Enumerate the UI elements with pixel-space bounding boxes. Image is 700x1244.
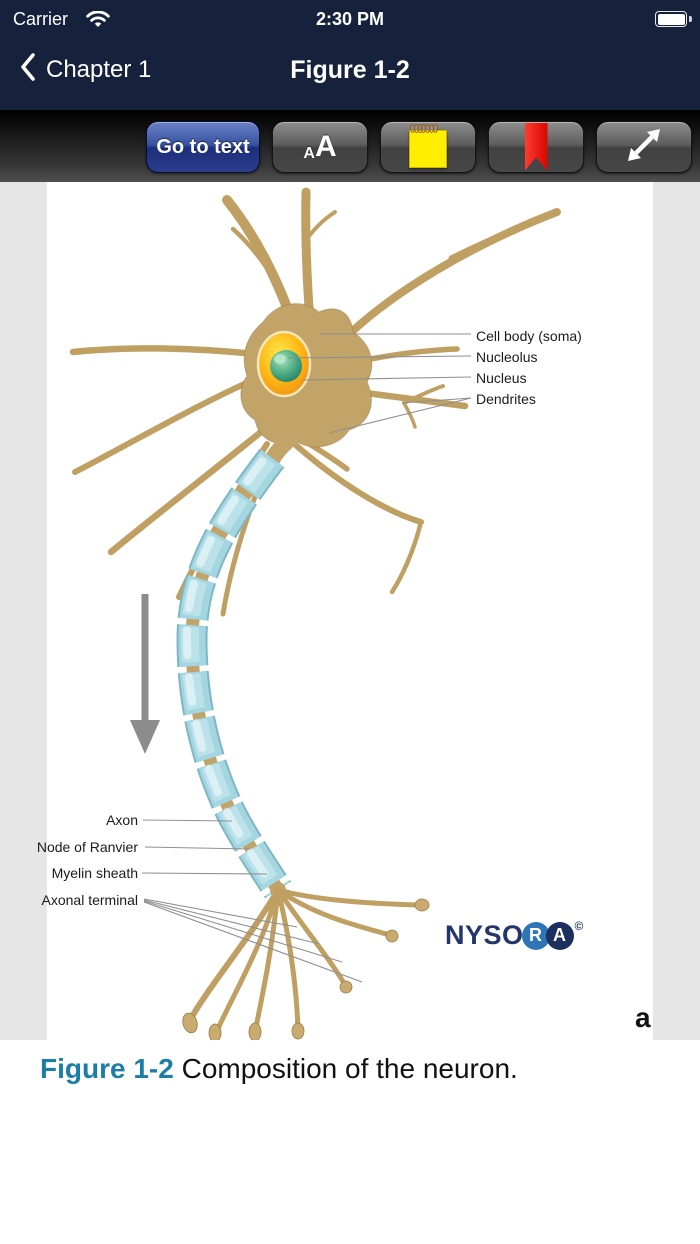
nysora-logo-text: NYSO: [445, 920, 524, 950]
clock: 2:30 PM: [315, 9, 385, 29]
axonal-terminals: [187, 882, 423, 1038]
toolbar: Go to text A A: [0, 110, 700, 182]
figure-caption: Figure 1-2 Composition of the neuron.: [40, 1053, 518, 1085]
font-size-small-a: A: [303, 145, 315, 162]
label-cell-body: Cell body (soma): [476, 328, 582, 344]
neuron-figure: Cell body (soma) Nucleolus Nucleus Dendr…: [37, 182, 653, 1040]
terminal-bulbs: [182, 898, 430, 1040]
expand-icon: [626, 127, 662, 168]
status-bar: Carrier 2:30 PM: [0, 0, 700, 44]
neuron-illustration: [69, 187, 561, 1040]
label-dendrites: Dendrites: [476, 391, 536, 407]
notes-button[interactable]: [380, 121, 476, 173]
nysora-logo-a-circle: A: [545, 921, 574, 950]
carrier-label: Carrier: [13, 9, 69, 29]
go-to-text-label: Go to text: [156, 135, 250, 158]
font-size-large-a: A: [314, 130, 337, 163]
axon: [176, 448, 292, 899]
nucleus: [270, 350, 302, 382]
copyright-mark: ©: [574, 918, 584, 933]
note-icon: [407, 124, 449, 170]
bookmark-icon: [524, 123, 548, 171]
nysora-logo-r-circle: R: [521, 921, 550, 950]
caption-text: Composition of the neuron.: [181, 1053, 518, 1084]
label-node-of-ranvier: Node of Ranvier: [36, 839, 138, 855]
nucleolus: [274, 354, 286, 364]
label-myelin-sheath: Myelin sheath: [51, 865, 138, 881]
bookmark-button[interactable]: [488, 121, 584, 173]
label-nucleolus: Nucleolus: [476, 349, 538, 365]
label-nucleus: Nucleus: [476, 370, 527, 386]
font-size-button[interactable]: A A: [272, 121, 368, 173]
down-arrow-icon: [130, 594, 160, 754]
back-button[interactable]: Chapter 1: [20, 52, 151, 87]
battery-icon: [655, 11, 687, 27]
fullscreen-button[interactable]: [596, 121, 692, 173]
go-to-text-button[interactable]: Go to text: [146, 121, 260, 173]
back-chevron-icon: [20, 52, 36, 87]
label-axon: Axon: [106, 812, 138, 828]
leader-lines: [141, 333, 472, 983]
cell-body: [240, 303, 373, 468]
nysora-logo: NYSO R A ©: [445, 918, 584, 951]
label-axonal-terminal: Axonal terminal: [41, 892, 139, 908]
page-title: Figure 1-2: [290, 56, 410, 84]
back-label: Chapter 1: [46, 55, 152, 83]
caption-figure-number: Figure 1-2: [40, 1053, 174, 1084]
wifi-icon: [86, 10, 110, 33]
header: Carrier 2:30 PM Chapter 1 Figure 1-2: [0, 0, 700, 110]
panel-letter: a: [635, 1002, 651, 1033]
